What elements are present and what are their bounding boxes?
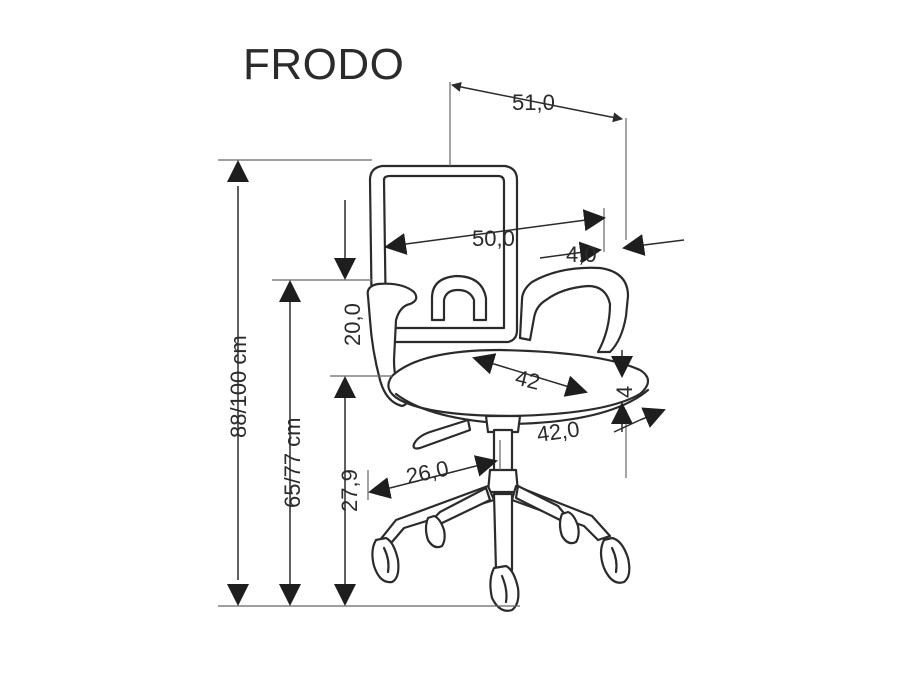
caster-center-front [489, 564, 520, 612]
label-seat-thickness: 4 [612, 386, 637, 398]
product-title: FRODO [243, 40, 405, 89]
lumbar-support [430, 274, 488, 322]
label-armrest-offset: 4,0 [566, 242, 597, 267]
tilt-mechanism [484, 414, 522, 434]
label-base-height: 27,9 [337, 469, 362, 512]
right-armrest [518, 266, 630, 354]
base-leg-front [492, 492, 514, 572]
chair-outline [366, 164, 650, 612]
caster-left-front [371, 536, 400, 584]
height-lever [412, 418, 472, 450]
label-seat-depth: 42 [513, 365, 543, 395]
label-seat-height: 65/77 cm [280, 418, 305, 509]
caster-right-front [599, 536, 631, 584]
label-depth: 51,0 [512, 90, 555, 115]
caster-back-right [558, 510, 580, 545]
label-seat-width-back: 50,0 [472, 226, 515, 251]
label-back-height: 20,0 [340, 303, 365, 346]
label-seat-width: 42,0 [535, 416, 581, 447]
seat-cushion [387, 348, 650, 418]
caster-back-left [424, 514, 446, 549]
gas-lift-cover [486, 468, 520, 494]
label-total-height: 88/100 cm [226, 335, 251, 438]
dimension-arrows [227, 81, 685, 606]
backrest-inner [382, 174, 506, 330]
label-base-radius: 26,0 [404, 456, 451, 489]
